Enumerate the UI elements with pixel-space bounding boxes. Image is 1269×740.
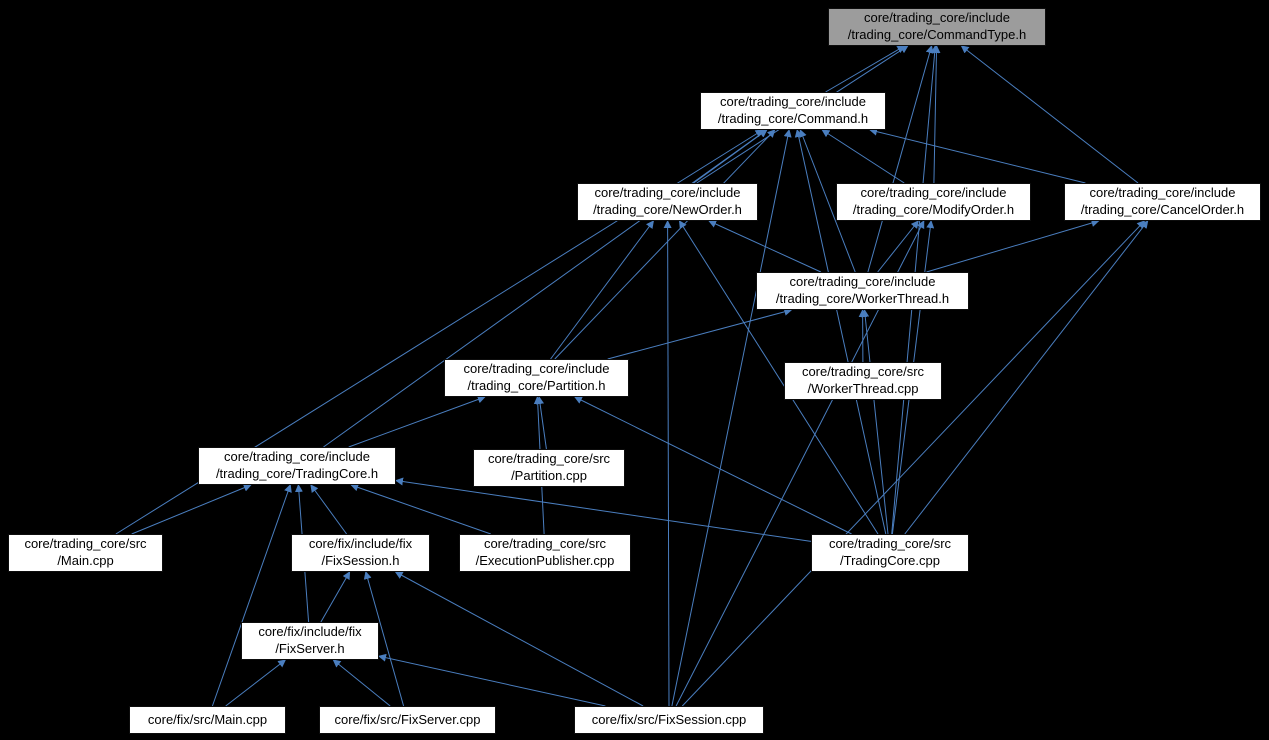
node-trading_core_h[interactable]: core/trading_core/include/trading_core/T… (198, 447, 396, 485)
edge-fix_server_cpp--fix_server_h (332, 659, 391, 707)
edge-trading_core_h--command_h (323, 129, 768, 448)
node-command_h[interactable]: core/trading_core/include/trading_core/C… (700, 92, 886, 130)
node-label: /ExecutionPublisher.cpp (475, 553, 615, 568)
edge-partition_h--worker_thread_h (607, 307, 793, 360)
node-label: /trading_core/WorkerThread.h (775, 291, 950, 306)
edge-fix_session_cpp--fix_session_h (394, 571, 644, 707)
edge-execution_publisher_cpp--trading_core_h (350, 483, 491, 535)
node-modify_order_h[interactable]: core/trading_core/include/trading_core/M… (836, 183, 1031, 221)
node-label: core/trading_core/include (594, 185, 741, 201)
node-fix_session_h[interactable]: core/fix/include/fix/FixSession.h (291, 534, 430, 572)
edge-worker_thread_h--cancel_order_h (926, 219, 1100, 273)
node-execution_publisher_cpp[interactable]: core/trading_core/src/ExecutionPublisher… (459, 534, 631, 572)
node-label: core/fix/src/Main.cpp (147, 711, 268, 727)
node-fix_server_cpp[interactable]: core/fix/src/FixServer.cpp (319, 706, 496, 734)
node-label: /trading_core/TradingCore.h (215, 466, 379, 481)
node-label: core/trading_core/include (720, 94, 866, 110)
node-label: core/trading_core/include (864, 10, 1010, 26)
edge-trading_core_h--partition_h (348, 395, 486, 448)
node-trading_core_cpp[interactable]: core/trading_core/src/TradingCore.cpp (811, 534, 969, 572)
edge-trading_core_cpp--partition_h (574, 396, 852, 535)
edge-main_fix_cpp--fix_server_h (225, 659, 287, 707)
node-label: /FixSession.h (321, 553, 400, 568)
node-label: core/trading_core/include (1089, 185, 1236, 201)
node-label: /WorkerThread.cpp (807, 381, 919, 396)
node-label: core/trading_core/src (801, 364, 925, 380)
node-new_order_h[interactable]: core/trading_core/include/trading_core/N… (577, 183, 758, 221)
edge-partition_h--command_h (554, 129, 776, 360)
edge-partition_h--new_order_h (550, 220, 654, 360)
node-label: /trading_core/Command.h (717, 111, 869, 126)
edge-trading_core_cpp--worker_thread_h (861, 309, 889, 535)
edge-command_h--command_type_h (825, 45, 906, 93)
edge-worker_thread_h--modify_order_h (877, 220, 919, 273)
edge-fix_session_h--trading_core_h (310, 484, 348, 535)
node-label: /trading_core/CommandType.h (847, 27, 1027, 42)
edge-main_trading_cpp--trading_core_h (131, 483, 252, 535)
node-fix_server_h[interactable]: core/fix/include/fix/FixServer.h (241, 622, 379, 660)
edge-trading_core_cpp--cancel_order_h (904, 220, 1149, 535)
node-label: core/fix/src/FixSession.cpp (591, 711, 747, 727)
node-cancel_order_h[interactable]: core/trading_core/include/trading_core/C… (1064, 183, 1261, 221)
node-label: /Partition.cpp (511, 468, 587, 483)
edge-worker_thread_h--command_type_h (867, 45, 934, 273)
edge-trading_core_cpp--trading_core_h (395, 477, 812, 542)
node-worker_thread_h[interactable]: core/trading_core/include/trading_core/W… (756, 272, 969, 310)
edge-fix_session_cpp--cancel_order_h (681, 220, 1146, 707)
node-label: /trading_core/NewOrder.h (593, 202, 742, 217)
node-label: core/trading_core/include (224, 449, 370, 465)
node-label: core/fix/include/fix (258, 624, 362, 640)
node-label: core/fix/src/FixServer.cpp (334, 711, 481, 727)
edge-trading_core_cpp--command_h (794, 129, 887, 535)
edge-modify_order_h--command_type_h (932, 45, 941, 184)
edge-modify_order_h--command_h (821, 129, 905, 184)
node-partition_h[interactable]: core/trading_core/include/trading_core/P… (444, 359, 629, 397)
node-label: core/trading_core/src (828, 536, 952, 552)
edge-worker_thread_h--new_order_h (708, 220, 822, 273)
node-main_trading_cpp[interactable]: core/trading_core/src/Main.cpp (8, 534, 163, 572)
edge-fix_server_h--fix_session_h (320, 571, 351, 623)
node-command_type_h[interactable]: core/trading_core/include/trading_core/C… (828, 8, 1046, 46)
node-label: core/trading_core/src (487, 451, 611, 467)
node-label: core/trading_core/src (483, 536, 607, 552)
node-label: /TradingCore.cpp (840, 553, 940, 568)
node-label: /FixServer.h (275, 641, 345, 656)
edge-fix_session_cpp--fix_server_h (378, 653, 606, 707)
edge-partition_cpp--partition_h (536, 396, 547, 450)
edge-trading_core_cpp--new_order_h (678, 220, 879, 535)
node-label: core/trading_core/include (789, 274, 936, 290)
node-label: /trading_core/Partition.h (467, 378, 606, 393)
node-worker_thread_cpp[interactable]: core/trading_core/src/WorkerThread.cpp (784, 362, 942, 400)
node-label: core/trading_core/src (24, 536, 147, 552)
edge-fix_server_cpp--fix_session_h (363, 571, 405, 707)
node-label: /trading_core/ModifyOrder.h (852, 202, 1015, 217)
edge-cancel_order_h--command_h (869, 127, 1086, 184)
node-label: core/trading_core/include (463, 361, 610, 377)
node-main_fix_cpp[interactable]: core/fix/src/Main.cpp (129, 706, 286, 734)
edge-fix_session_cpp--command_h (671, 129, 792, 707)
edge-worker_thread_h--command_h (799, 129, 856, 273)
node-label: core/fix/include/fix (308, 536, 413, 552)
edge-main_fix_cpp--trading_core_h (211, 484, 292, 707)
edge-cancel_order_h--command_type_h (960, 45, 1139, 184)
node-partition_cpp[interactable]: core/trading_core/src/Partition.cpp (473, 449, 625, 487)
edge-fix_session_cpp--new_order_h (663, 220, 672, 707)
node-label: core/trading_core/include (860, 185, 1007, 201)
node-label: /Main.cpp (57, 553, 114, 568)
node-fix_session_cpp[interactable]: core/fix/src/FixSession.cpp (574, 706, 764, 734)
node-label: /trading_core/CancelOrder.h (1080, 202, 1245, 217)
